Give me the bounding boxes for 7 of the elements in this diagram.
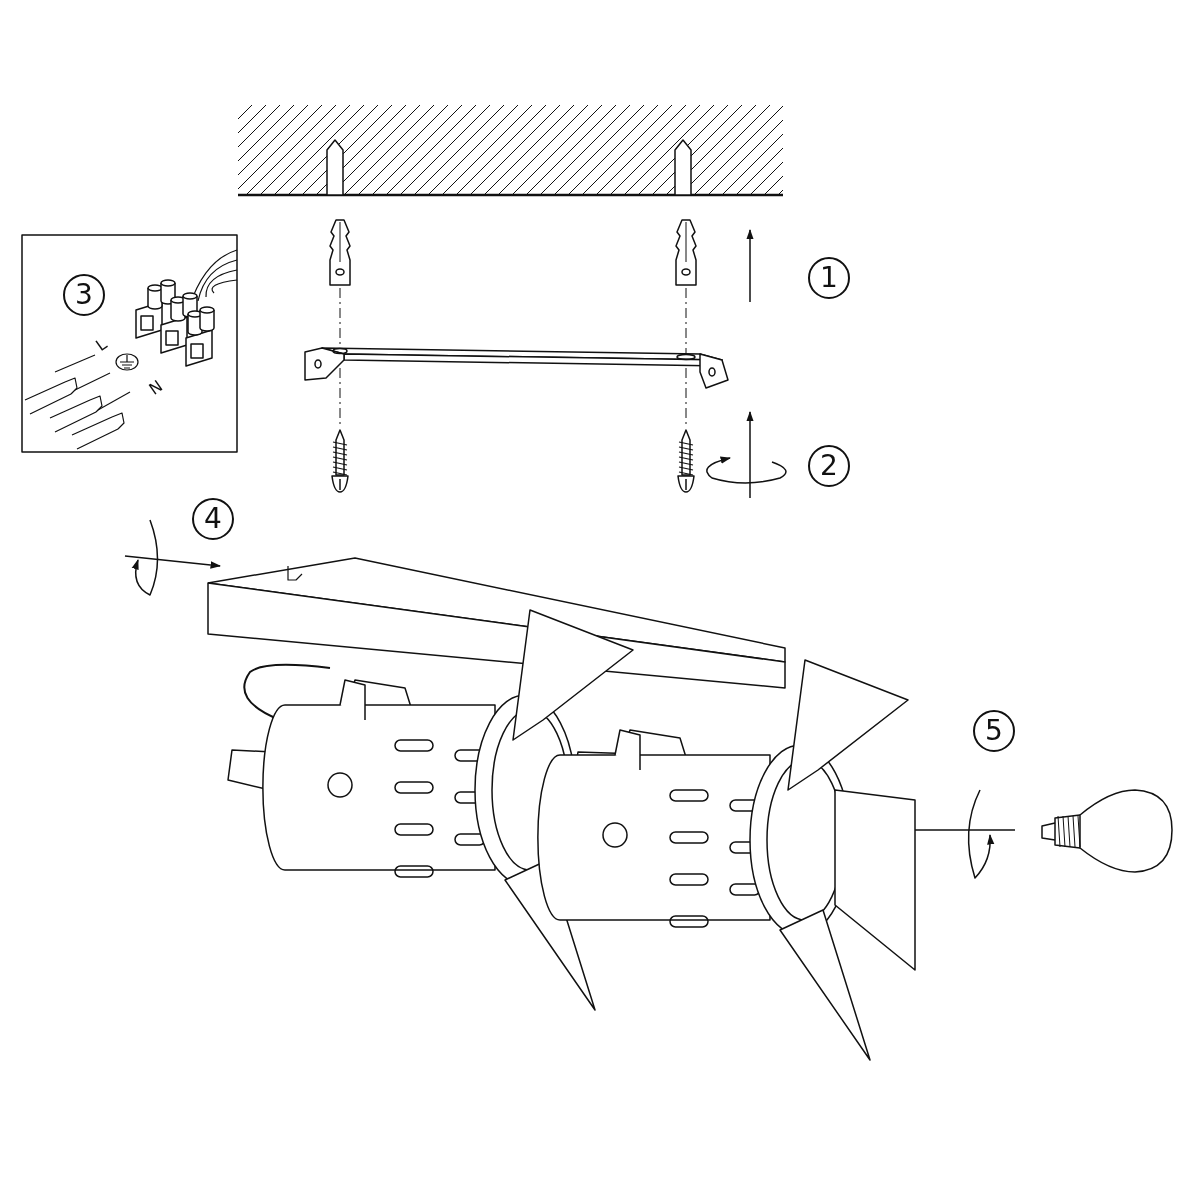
- callout-number: 5: [973, 710, 1015, 752]
- callout-number: 1: [808, 257, 850, 299]
- callout-number: 4: [192, 498, 234, 540]
- wire-label: N: [146, 378, 166, 398]
- callout-number: 2: [808, 445, 850, 487]
- callout-number: 3: [63, 274, 105, 316]
- wire-label: L: [93, 335, 110, 355]
